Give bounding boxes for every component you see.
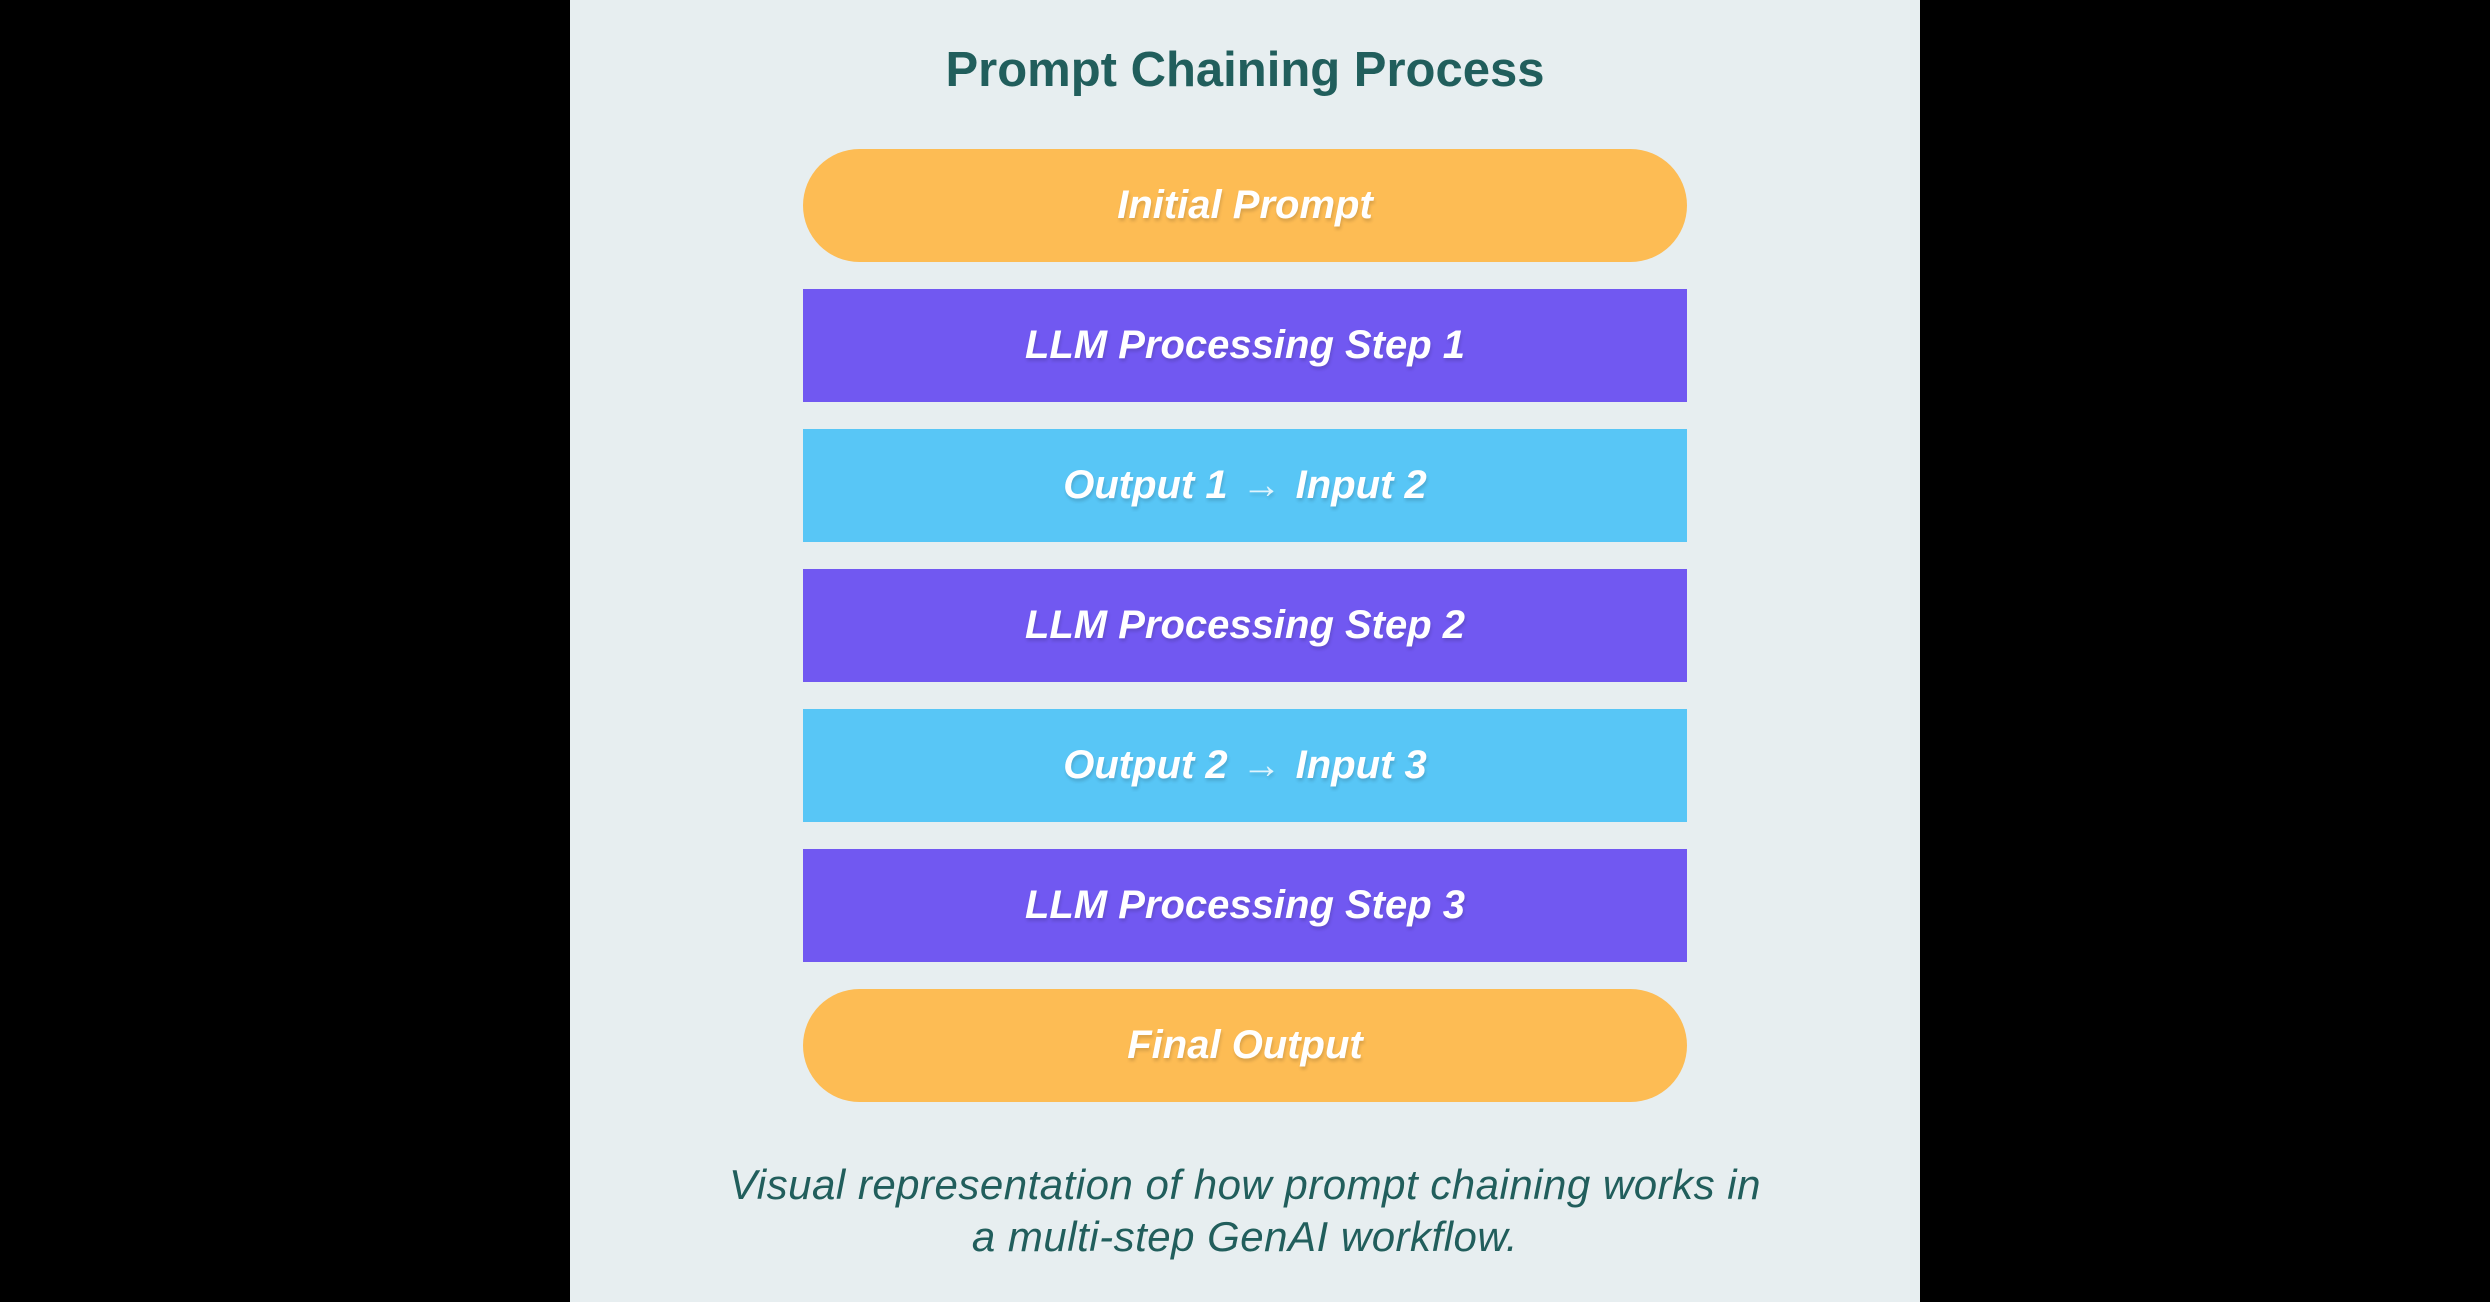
content-panel: Prompt Chaining Process Initial Prompt L… bbox=[570, 0, 1920, 1302]
step-output-2-to-input-3: Output 2 → Input 3 bbox=[803, 709, 1687, 823]
handoff-target-label: Input 2 bbox=[1295, 463, 1427, 508]
step-output-1-to-input-2: Output 1 → Input 2 bbox=[803, 429, 1687, 543]
step-label: Output 2 → Input 3 bbox=[1063, 743, 1427, 788]
step-label: Initial Prompt bbox=[1117, 183, 1373, 228]
step-llm-processing-step-3: LLM Processing Step 3 bbox=[803, 849, 1687, 963]
step-initial-prompt: Initial Prompt bbox=[803, 149, 1687, 263]
step-label: LLM Processing Step 2 bbox=[1024, 603, 1466, 648]
letterbox-right bbox=[1920, 0, 2490, 1302]
step-llm-processing-step-1: LLM Processing Step 1 bbox=[803, 289, 1687, 403]
step-stack: Initial Prompt LLM Processing Step 1 Out… bbox=[803, 149, 1687, 1103]
diagram-title: Prompt Chaining Process bbox=[945, 43, 1545, 97]
step-label: Final Output bbox=[1127, 1023, 1363, 1068]
step-label: Output 1 → Input 2 bbox=[1063, 463, 1427, 508]
diagram-caption: Visual representation of how prompt chai… bbox=[729, 1159, 1761, 1262]
caption-line-2: a multi-step GenAI workflow. bbox=[971, 1212, 1519, 1260]
step-label: LLM Processing Step 1 bbox=[1024, 323, 1466, 368]
step-llm-processing-step-2: LLM Processing Step 2 bbox=[803, 569, 1687, 683]
handoff-source-label: Output 1 bbox=[1063, 463, 1228, 508]
handoff-target-label: Input 3 bbox=[1295, 743, 1427, 788]
step-label: LLM Processing Step 3 bbox=[1024, 883, 1466, 928]
caption-line-1: Visual representation of how prompt chai… bbox=[729, 1161, 1761, 1209]
right-arrow-icon: → bbox=[1241, 743, 1282, 788]
handoff-source-label: Output 2 bbox=[1063, 743, 1228, 788]
right-arrow-icon: → bbox=[1241, 463, 1282, 508]
step-final-output: Final Output bbox=[803, 989, 1687, 1103]
letterbox-left bbox=[0, 0, 570, 1302]
